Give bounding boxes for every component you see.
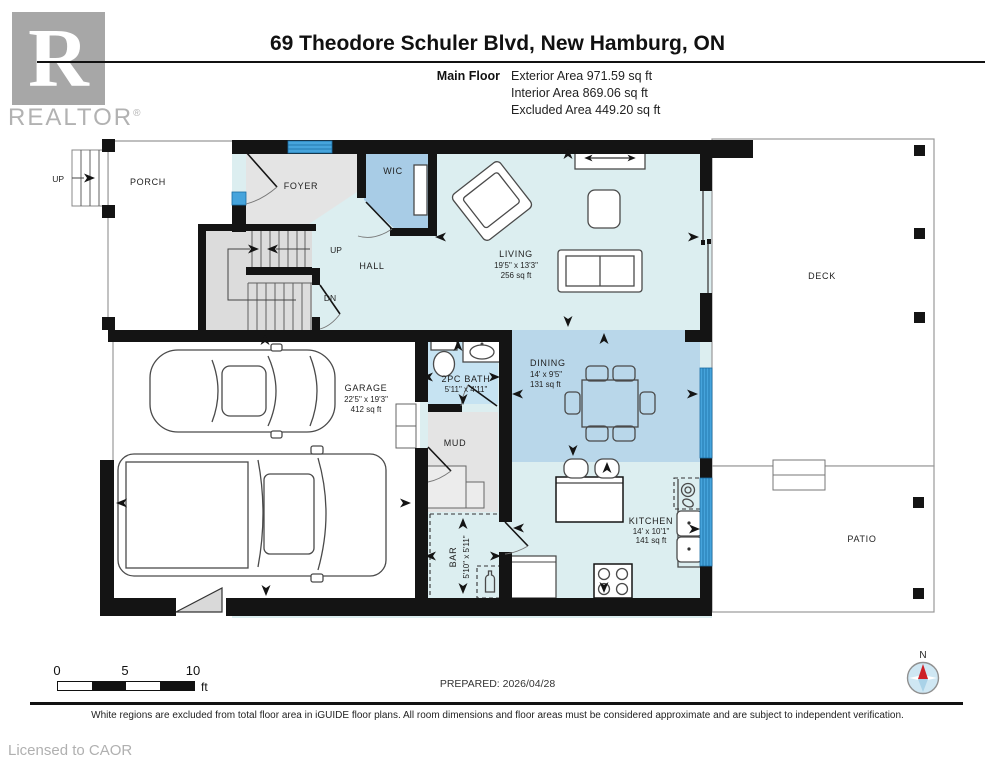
page-title: 69 Theodore Schuler Blvd, New Hamburg, O… (269, 32, 726, 55)
label-porch: PORCH (130, 177, 166, 187)
realtor-logo: R (12, 12, 105, 105)
scale-tick-0: 0 (53, 663, 61, 678)
stool (563, 458, 589, 479)
mud-fixtures (395, 403, 485, 509)
label-living: LIVING (499, 249, 533, 259)
label-wic: WIC (383, 166, 403, 176)
island (555, 476, 624, 523)
realtor-logo-word: REALTOR® (8, 104, 143, 131)
toilet-bowl (432, 350, 456, 378)
dining-table-set (564, 365, 656, 442)
walls (100, 140, 753, 616)
label-bar: BAR (448, 547, 458, 568)
deck-outline (711, 138, 935, 467)
room-wic (364, 154, 428, 230)
realtor-logo-letter: R (28, 11, 89, 105)
compass-south-needle (918, 679, 928, 692)
armchair (451, 161, 533, 241)
doors (245, 151, 529, 555)
label-bath: 2PC BATH (442, 374, 491, 384)
label-patio: PATIO (847, 534, 876, 544)
counter (677, 479, 700, 568)
exterior-area: Exterior Area 971.59 sq ft (511, 69, 653, 83)
registered-mark: ® (133, 108, 143, 119)
living-furniture (451, 146, 646, 293)
label-kitchen-dims: 14' x 10'1" (633, 527, 670, 536)
label-bar-dims: 5'10" x 5'11" (462, 535, 471, 578)
label-hall: HALL (359, 261, 384, 271)
staircase (227, 231, 312, 332)
label-foyer: FOYER (284, 181, 319, 191)
side-table (587, 189, 621, 229)
label-kitchen: KITCHEN (629, 516, 673, 526)
label-deck: DECK (808, 271, 836, 281)
footer-divider (30, 702, 963, 705)
porch-outline (71, 139, 232, 330)
kitchen-fixtures (507, 458, 704, 599)
prepared-date: PREPARED: 2026/04/28 (439, 678, 556, 690)
label-dining: DINING (530, 358, 566, 368)
compass: N (906, 650, 940, 695)
title-divider (37, 61, 985, 63)
floor-label: Main Floor (436, 69, 500, 83)
garage-car (149, 343, 336, 439)
room-dining (512, 330, 700, 462)
compass-north-needle (918, 664, 928, 679)
room-stairs (206, 231, 312, 332)
label-porch-up: UP (52, 174, 64, 184)
scale-tick-5: 5 (121, 663, 129, 678)
label-garage-area: 412 sq ft (351, 405, 382, 414)
label-dining-dims: 14' x 9'5" (530, 370, 562, 379)
label-dn: DN (324, 293, 336, 303)
interior-area: Interior Area 869.06 sq ft (511, 86, 648, 100)
label-up: UP (330, 245, 342, 255)
label-garage-dims: 22'5" x 19'3" (344, 395, 388, 404)
license-text: Licensed to CAOR (8, 742, 133, 759)
label-living-area: 256 sq ft (501, 271, 532, 280)
wine-bottle-icon (484, 570, 496, 593)
scale-unit: ft (201, 680, 208, 694)
disclaimer-text: White regions are excluded from total fl… (91, 710, 904, 721)
label-bath-dims: 5'11" x 4'11" (445, 385, 488, 394)
room-labels: PORCH UP FOYER WIC UP DN HALL LIVING 19'… (52, 166, 876, 579)
scale-bar (57, 681, 195, 691)
room-foyer (246, 154, 357, 224)
label-mud: MUD (444, 438, 467, 448)
garage-truck (117, 445, 387, 583)
wardrobe (413, 164, 428, 216)
label-garage: GARAGE (345, 383, 388, 393)
bath-fixtures (430, 338, 503, 378)
excluded-area: Excluded Area 449.20 sq ft (511, 103, 661, 117)
label-kitchen-area: 141 sq ft (636, 536, 667, 545)
sliding-door (700, 186, 712, 298)
garage-door-leaf (175, 587, 223, 613)
patio-outline (711, 459, 935, 613)
windows (231, 140, 713, 567)
compass-north-label: N (919, 650, 926, 661)
label-living-dims: 19'5" x 13'3" (494, 261, 538, 270)
scale-tick-10: 10 (185, 663, 201, 678)
sofa (557, 249, 643, 293)
label-dining-area: 131 sq ft (530, 380, 561, 389)
